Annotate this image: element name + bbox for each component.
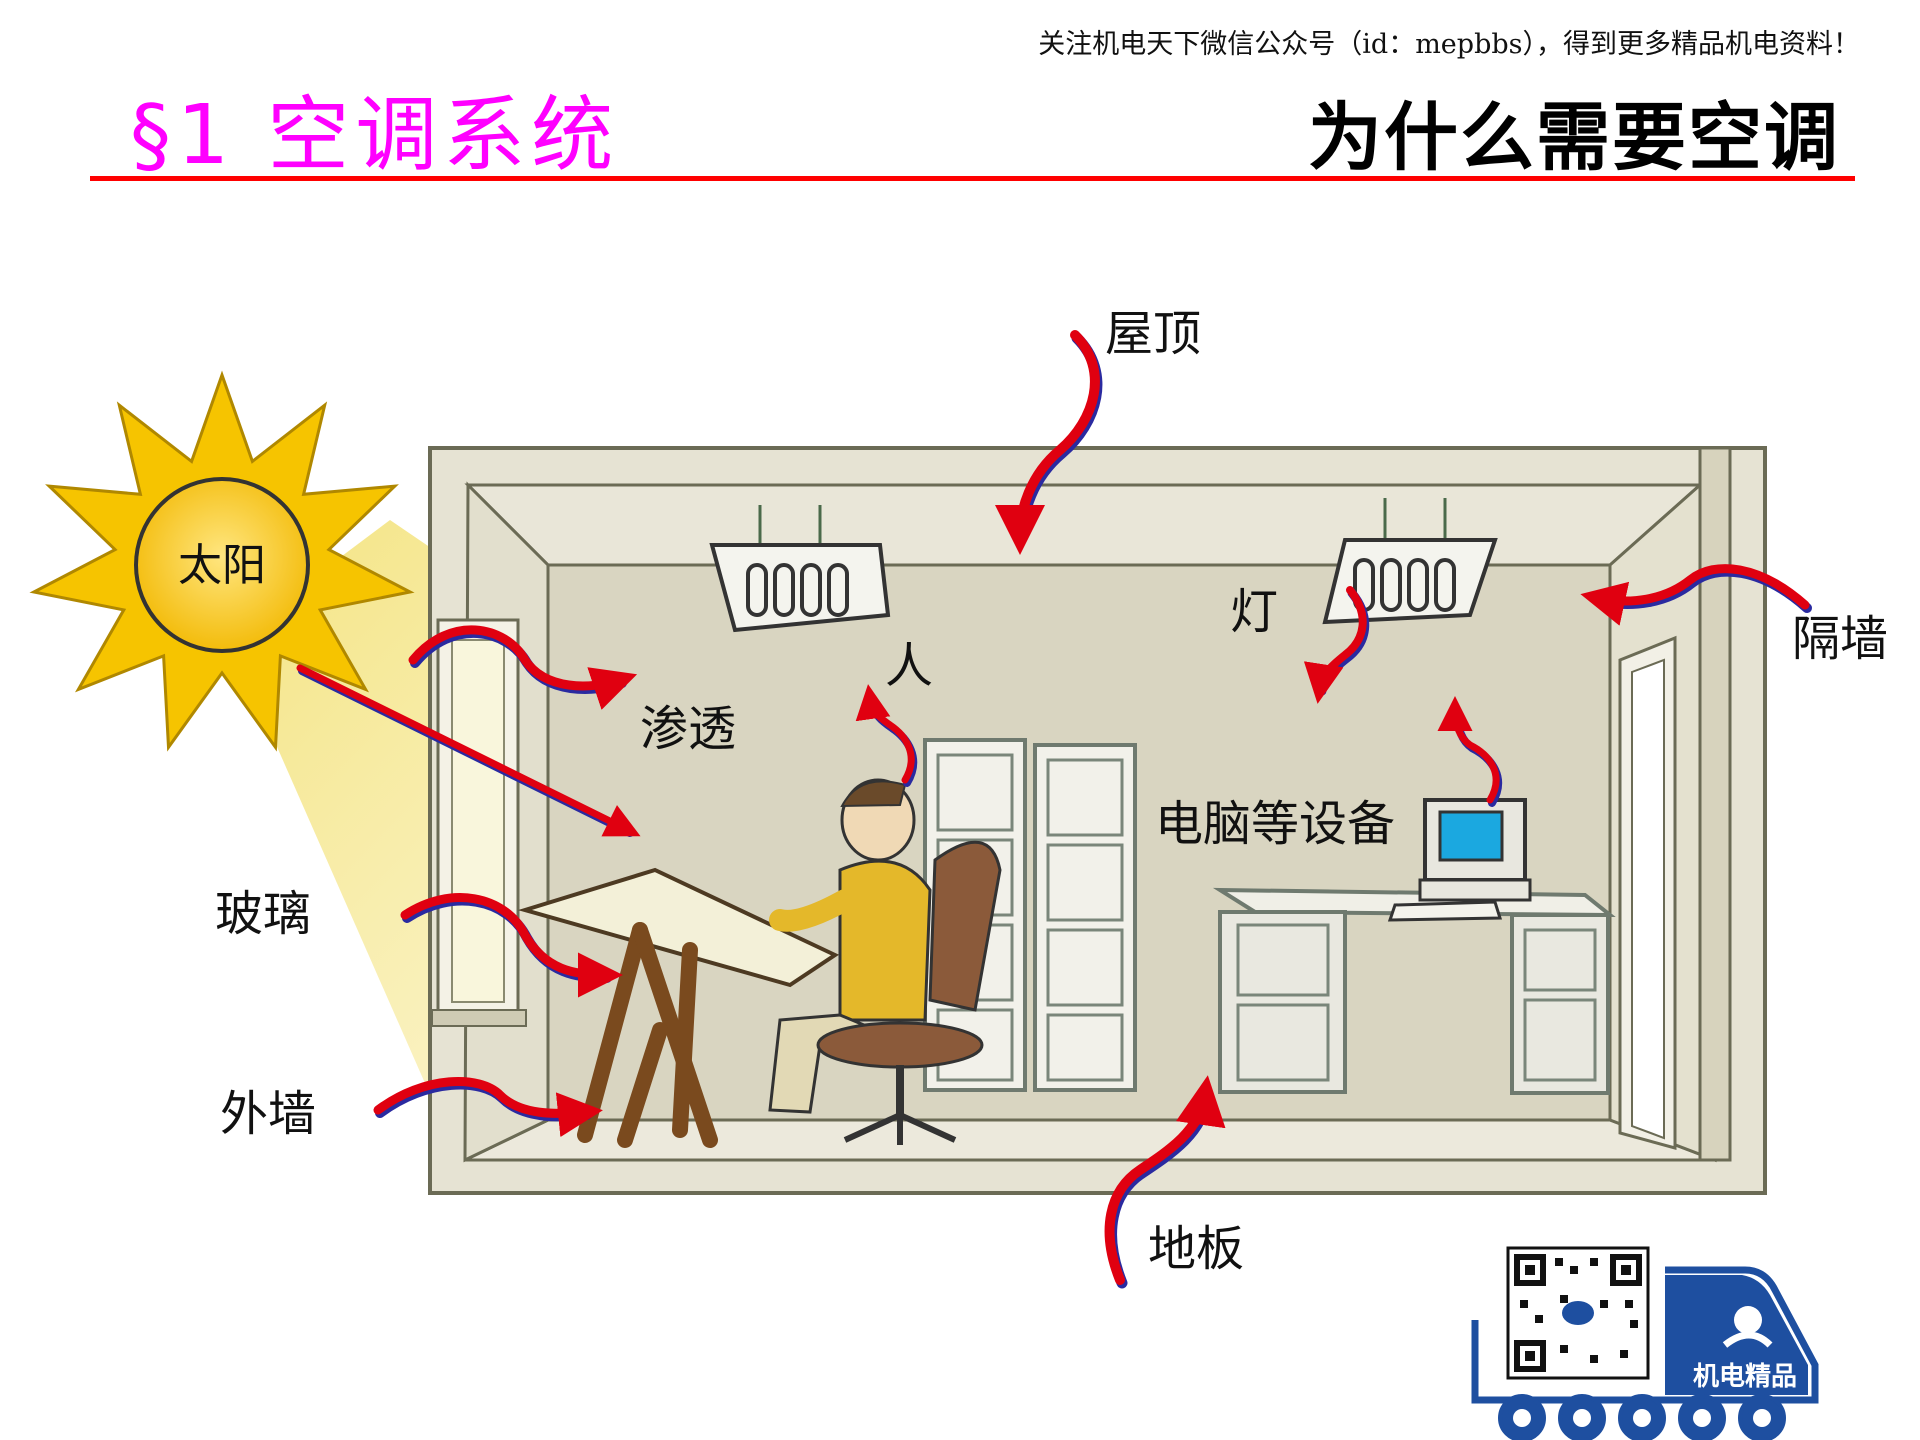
section-title: §1 空调系统 [130,88,620,183]
topic-title: 为什么需要空调 [1308,95,1840,181]
person-arrow [855,684,918,787]
room-floor [464,1118,1716,1162]
roof-arrow [995,330,1103,555]
window-sill [431,1009,527,1027]
glass-arrow [400,893,623,998]
partition-wall-post [1698,446,1732,1162]
label-lamp: 灯 [1230,584,1278,640]
label-infiltration: 渗透 [640,701,736,757]
label-roof: 屋顶 [1105,306,1201,362]
window-glass [451,639,505,1003]
label-equipment: 电脑等设备 [1155,796,1395,852]
ceiling-light-right [1322,498,1498,625]
title-underline [90,176,1855,181]
floor-arrow [1104,1075,1226,1289]
qr-pattern [1514,1254,1642,1372]
label-glass: 玻璃 [215,886,311,942]
label-floor: 地板 [1148,1221,1244,1277]
lamp-arrow [1303,586,1370,704]
infiltration-arrow [408,625,638,710]
equipment-arrow [1437,696,1502,807]
computer-desk [1212,887,1616,1095]
office-chair [816,840,1002,1145]
diagram-labels: 太阳 屋顶 隔墙 灯 人 渗透 电脑等设备 玻璃 外墙 地板 [178,306,1888,1277]
brand-logo: 机电精品 [1471,1246,1819,1440]
partition-wall-arrow [1580,564,1812,626]
label-partition-wall: 隔墙 [1792,611,1888,667]
exterior-wall-arrow [373,1077,603,1138]
sun-radiation-arrow [296,664,641,837]
room-ceiling [464,483,1704,567]
ceiling-light-left [709,505,891,633]
drafting-table [517,867,840,1148]
label-person: 人 [885,638,933,694]
logo-brand-text: 机电精品 [1693,1362,1797,1392]
truck-body [1471,1266,1819,1404]
heat-arrows [296,330,1812,1289]
wechat-notice: 关注机电天下微信公众号（id：mepbbs），得到更多精品机电资料！ [1038,29,1860,60]
computer [1387,798,1532,922]
label-exterior-wall: 外墙 [220,1086,316,1142]
door-opening [1631,658,1665,1140]
sun-icon [29,370,415,752]
label-sun: 太阳 [178,540,266,591]
